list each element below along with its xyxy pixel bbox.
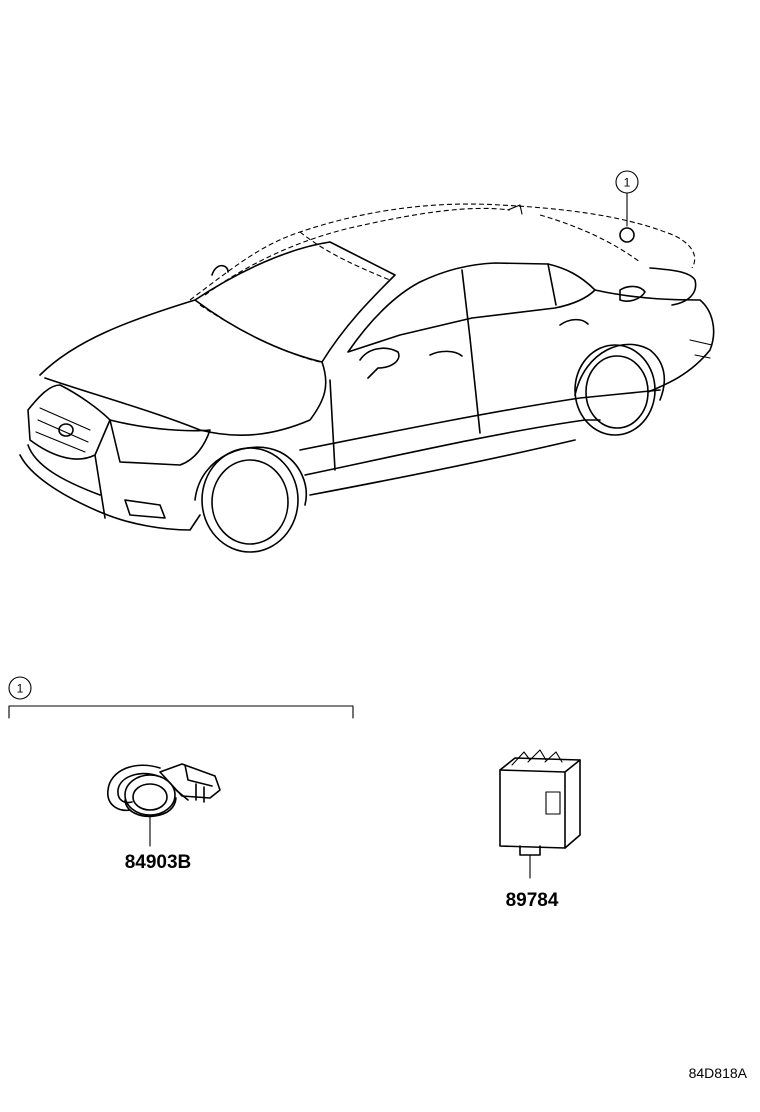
- diagram-id: 84D818A: [689, 1065, 748, 1081]
- callout-group-bracket: 1: [8, 676, 354, 719]
- part-number-84903b: 84903B: [125, 852, 192, 873]
- sensor-icon: [107, 763, 221, 847]
- car-illustration: [19, 203, 715, 553]
- sensor-location-marker: [619, 227, 635, 243]
- callout-label: 1: [624, 176, 631, 190]
- module-icon: [499, 749, 581, 879]
- part-number-89784: 89784: [506, 890, 559, 911]
- callout-label: 1: [17, 682, 24, 696]
- callout-car: 1: [615, 170, 639, 227]
